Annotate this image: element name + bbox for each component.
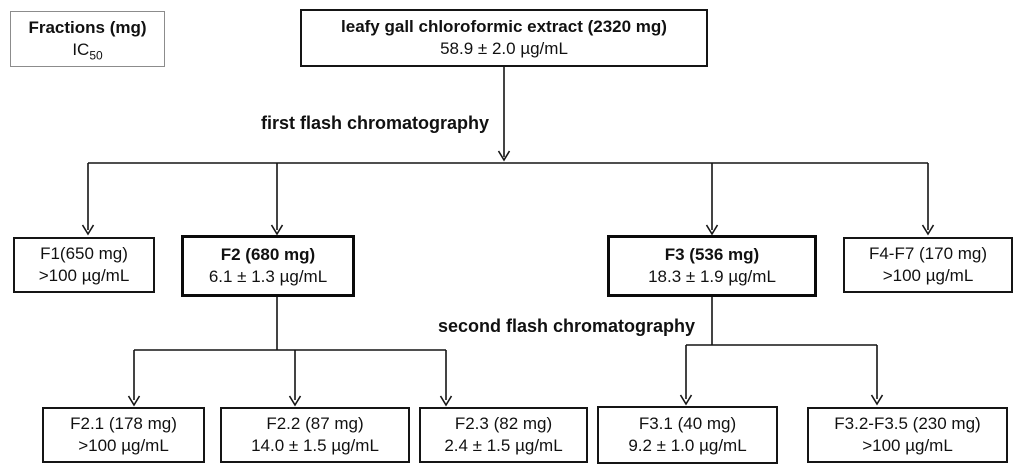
f3-ic50: 18.3 ± 1.9 µg/mL [648,267,776,286]
f4f7-title: F4-F7 (170 mg) [868,244,988,263]
fraction-box-f2: F2 (680 mg) 6.1 ± 1.3 µg/mL [181,235,355,297]
arrowhead-f2-1 [127,395,141,407]
arrowhead-f2-3 [439,395,453,407]
f2-title: F2 (680 mg) [220,245,316,264]
fraction-box-f2-2: F2.2 (87 mg) 14.0 ± 1.5 µg/mL [220,407,410,463]
f3-2-f3-5-ic50: >100 µg/mL [862,436,953,455]
f2-3-title: F2.3 (82 mg) [454,414,553,433]
legend-box: Fractions (mg) IC50 [10,11,165,67]
root-title: leafy gall chloroformic extract (2320 mg… [341,17,667,36]
f2-2-title: F2.2 (87 mg) [266,414,364,433]
f3-1-title: F3.1 (40 mg) [638,414,737,433]
arrowhead-f3-1 [679,394,693,406]
arrowhead-root [497,150,511,162]
f4f7-ic50: >100 µg/mL [882,266,974,285]
root-ic50: 58.9 ± 2.0 µg/mL [440,39,568,58]
fraction-box-f3-2-f3-5: F3.2-F3.5 (230 mg) >100 µg/mL [807,407,1008,463]
legend-title: Fractions (mg) [28,18,147,37]
fraction-box-f2-1: F2.1 (178 mg) >100 µg/mL [42,407,205,463]
legend-ic50: IC50 [72,40,103,63]
arrowhead-f3-2 [870,394,884,406]
fraction-box-f2-3: F2.3 (82 mg) 2.4 ± 1.5 µg/mL [419,407,588,463]
f2-1-title: F2.1 (178 mg) [70,414,177,433]
f2-ic50: 6.1 ± 1.3 µg/mL [208,267,328,286]
fraction-box-f1: F1(650 mg) >100 µg/mL [13,237,155,293]
fraction-box-f4-f7: F4-F7 (170 mg) >100 µg/mL [843,237,1013,293]
arrowhead-f4f7 [921,224,935,236]
fraction-box-f3: F3 (536 mg) 18.3 ± 1.9 µg/mL [607,235,817,297]
f2-2-ic50: 14.0 ± 1.5 µg/mL [251,436,379,455]
root-extract-box: leafy gall chloroformic extract (2320 mg… [300,9,708,67]
f3-title: F3 (536 mg) [664,245,760,264]
second-chromatography-label: second flash chromatography [437,316,695,336]
f1-title: F1(650 mg) [40,244,128,263]
f1-ic50: >100 µg/mL [38,266,130,285]
arrowhead-f2 [270,224,284,236]
fraction-box-f3-1: F3.1 (40 mg) 9.2 ± 1.0 µg/mL [597,406,778,464]
first-chromatography-label: first flash chromatography [260,113,489,133]
f3-2-f3-5-title: F3.2-F3.5 (230 mg) [834,414,981,433]
arrowhead-f2-2 [288,395,302,407]
f2-3-ic50: 2.4 ± 1.5 µg/mL [444,436,563,455]
arrowhead-f3 [705,224,719,236]
arrowhead-f1 [81,224,95,236]
f2-1-ic50: >100 µg/mL [78,436,169,455]
f3-1-ic50: 9.2 ± 1.0 µg/mL [628,436,747,455]
